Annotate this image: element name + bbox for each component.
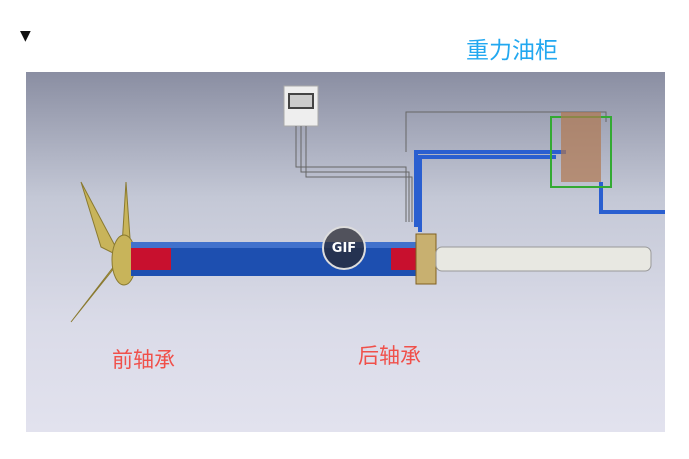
rear-bearing (391, 248, 421, 270)
shaft-diagram (70, 85, 665, 323)
gravity-tank (550, 112, 612, 188)
triangle-down-icon[interactable]: ▼ (20, 28, 31, 44)
rear-bearing-label: 后轴承 (358, 344, 421, 368)
front-bearing (131, 248, 171, 270)
gravity-tank-label: 重力油柜 (466, 38, 558, 64)
front-bearing-label: 前轴承 (112, 348, 175, 372)
gif-play-button[interactable]: GIF (322, 226, 366, 270)
tail-shaft (435, 246, 652, 272)
shaft-animation-image (26, 72, 665, 432)
propeller (70, 181, 137, 323)
